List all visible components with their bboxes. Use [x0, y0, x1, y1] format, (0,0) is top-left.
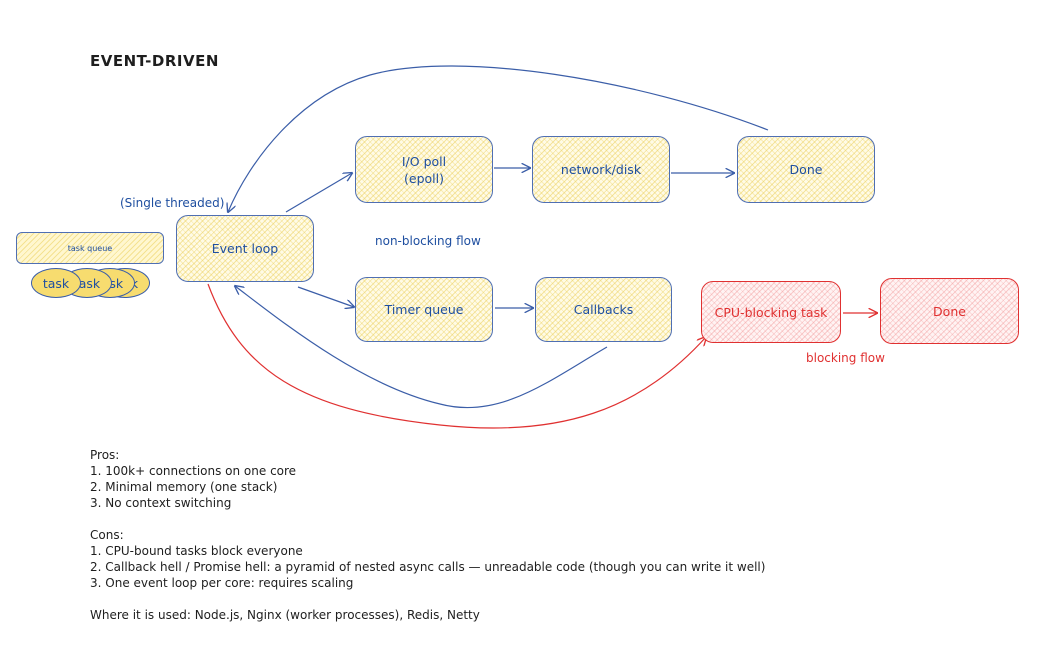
task-bubble: task: [31, 268, 81, 298]
diagram-title: EVENT-DRIVEN: [90, 52, 219, 70]
done-bottom-node: Done: [880, 278, 1019, 344]
event-loop-node: Event loop: [176, 215, 314, 282]
task-queue-box: task queue: [16, 232, 164, 264]
pros-item: 2. Minimal memory (one stack): [90, 480, 278, 494]
arrow-done-back-to-eventloop: [228, 65, 769, 212]
io-poll-node: I/O poll (epoll): [355, 136, 493, 203]
cons-item: 2. Callback hell / Promise hell: a pyram…: [90, 560, 766, 574]
callbacks-node: Callbacks: [535, 277, 672, 342]
pros-item: 3. No context switching: [90, 496, 232, 510]
arrow-eventloop-to-cpu: [207, 283, 706, 429]
cpu-blocking-node: CPU-blocking task: [701, 281, 841, 343]
cons-header: Cons:: [90, 528, 124, 542]
spacer: [90, 591, 765, 607]
arrow-eventloop-to-iopoll: [285, 173, 352, 213]
task-label: task: [42, 275, 70, 291]
non-blocking-flow-label: non-blocking flow: [375, 234, 481, 248]
usage-line: Where it is used: Node.js, Nginx (worker…: [90, 608, 480, 622]
timer-queue-node: Timer queue: [355, 277, 493, 342]
notes-block: Pros: 1. 100k+ connections on one core 2…: [90, 447, 765, 623]
blocking-flow-label: blocking flow: [806, 351, 885, 365]
pros-item: 1. 100k+ connections on one core: [90, 464, 297, 478]
network-disk-node: network/disk: [532, 136, 670, 203]
arrow-callbacks-back-to-eventloop: [235, 286, 608, 409]
cons-item: 1. CPU-bound tasks block everyone: [90, 544, 303, 558]
cons-item: 3. One event loop per core: requires sca…: [90, 576, 354, 590]
done-top-node: Done: [737, 136, 875, 203]
spacer: [90, 511, 765, 527]
arrow-eventloop-to-timer: [297, 286, 354, 307]
task-queue-label: task queue: [67, 243, 113, 253]
pros-header: Pros:: [90, 448, 120, 462]
single-threaded-label: (Single threaded): [120, 196, 225, 210]
